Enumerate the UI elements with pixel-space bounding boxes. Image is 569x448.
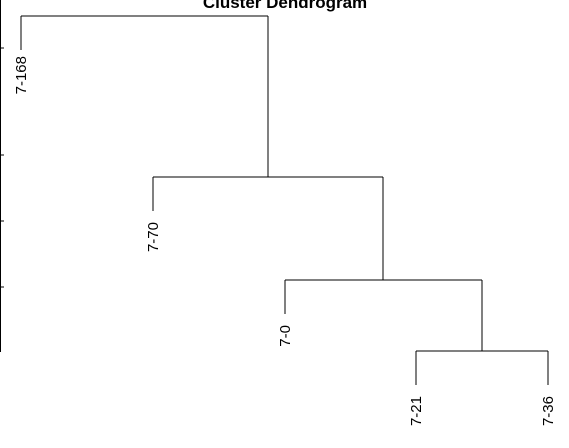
dendrogram-branches [20, 15, 549, 385]
leaf-label-7-36: 7-36 [540, 396, 557, 426]
leaf-label-7-168: 7-168 [13, 56, 30, 94]
chart-title: Cluster Dendrogram [203, 0, 367, 12]
leaf-label-7-21: 7-21 [408, 396, 425, 426]
leaf-label-7-0: 7-0 [277, 325, 294, 347]
leaf-label-7-70: 7-70 [145, 222, 162, 252]
